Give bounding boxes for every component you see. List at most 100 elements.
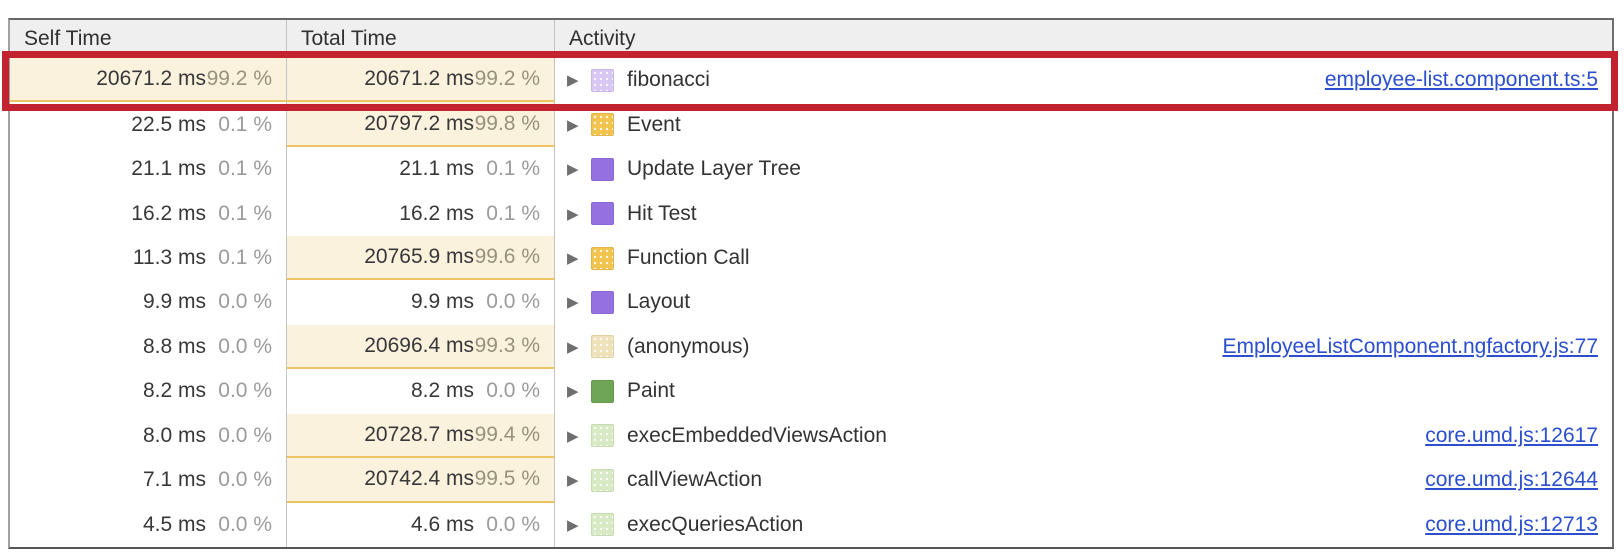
self-time-percent: 0.0 % xyxy=(218,512,272,536)
table-row[interactable]: 4.5 ms 0.0 % 4.6 ms 0.0 % ▶ execQueriesA… xyxy=(10,502,1612,547)
expand-arrow-icon[interactable]: ▶ xyxy=(567,116,579,134)
category-color-swatch-icon-rendering-purple xyxy=(591,157,614,181)
activity-label: execEmbeddedViewsAction xyxy=(627,423,887,447)
self-time-cell: 4.5 ms 0.0 % xyxy=(10,502,287,547)
column-header-self-time[interactable]: Self Time xyxy=(10,20,287,57)
total-time-value: 20797.2 ms xyxy=(364,111,474,135)
source-location-link[interactable]: core.umd.js:12713 xyxy=(1425,512,1598,536)
table-row[interactable]: 8.0 ms 0.0 % 20728.7 ms 99.4 % ▶ execEmb… xyxy=(10,413,1612,459)
activity-label: Update Layer Tree xyxy=(627,157,801,181)
activity-cell: ▶ Paint xyxy=(555,369,1612,413)
table-row[interactable]: 9.9 ms 0.0 % 9.9 ms 0.0 % ▶ Layout xyxy=(10,280,1612,325)
expand-arrow-icon[interactable]: ▶ xyxy=(567,383,579,401)
table-row[interactable]: 8.2 ms 0.0 % 8.2 ms 0.0 % ▶ Paint xyxy=(10,369,1612,414)
source-location-link[interactable]: core.umd.js:12617 xyxy=(1425,423,1598,447)
total-time-cell: 4.6 ms 0.0 % xyxy=(287,502,555,547)
table-row[interactable]: 11.3 ms 0.1 % 20765.9 ms 99.6 % ▶ Functi… xyxy=(10,235,1612,281)
self-time-cell: 9.9 ms 0.0 % xyxy=(10,280,287,325)
activity-cell: ▶ Hit Test xyxy=(555,191,1612,235)
total-time-percent: 0.0 % xyxy=(486,379,540,403)
self-time-percent: 0.0 % xyxy=(218,334,272,358)
activity-cell: ▶ Function Call xyxy=(555,236,1612,280)
total-time-cell: 20765.9 ms 99.6 % xyxy=(287,235,555,281)
category-color-swatch-icon-rendering-purple xyxy=(591,290,614,314)
column-header-total-time[interactable]: Total Time xyxy=(287,20,555,57)
total-time-cell: 20797.2 ms 99.8 % xyxy=(287,102,555,147)
expand-arrow-icon[interactable]: ▶ xyxy=(567,294,579,312)
self-time-value: 7.1 ms xyxy=(142,468,206,492)
activity-label: Layout xyxy=(627,290,691,314)
source-location-link[interactable]: EmployeeListComponent.ngfactory.js:77 xyxy=(1222,334,1598,358)
table-row[interactable]: 20671.2 ms 99.2 % 20671.2 ms 99.2 % ▶ fi… xyxy=(10,58,1612,103)
self-time-value: 4.5 ms xyxy=(142,512,206,536)
self-time-value: 22.5 ms xyxy=(131,112,206,136)
expand-arrow-icon[interactable]: ▶ xyxy=(567,516,579,534)
total-time-value: 20742.4 ms xyxy=(364,467,474,491)
self-time-percent: 99.2 % xyxy=(206,67,272,91)
total-time-cell: 20671.2 ms 99.2 % xyxy=(287,58,555,103)
activity-label: Hit Test xyxy=(627,201,697,225)
expand-arrow-icon[interactable]: ▶ xyxy=(567,161,579,179)
activity-cell: ▶ Event xyxy=(555,102,1612,146)
column-header-activity[interactable]: Activity xyxy=(555,20,1612,57)
table-row[interactable]: 16.2 ms 0.1 % 16.2 ms 0.1 % ▶ Hit Test xyxy=(10,191,1612,236)
table-body: 20671.2 ms 99.2 % 20671.2 ms 99.2 % ▶ fi… xyxy=(10,58,1612,547)
category-color-swatch-icon-scripting-amber xyxy=(591,113,614,137)
total-time-cell: 16.2 ms 0.1 % xyxy=(287,191,555,236)
total-time-percent: 0.1 % xyxy=(486,157,540,181)
activity-cell: ▶ Layout xyxy=(555,280,1612,324)
expand-arrow-icon[interactable]: ▶ xyxy=(567,205,579,223)
expand-arrow-icon[interactable]: ▶ xyxy=(567,427,579,445)
total-time-percent: 0.1 % xyxy=(486,201,540,225)
self-time-percent: 0.0 % xyxy=(218,379,272,403)
self-time-percent: 0.1 % xyxy=(218,201,272,225)
category-color-swatch-icon-painting-green xyxy=(591,379,614,403)
activity-cell: ▶ (anonymous) EmployeeListComponent.ngfa… xyxy=(555,325,1612,369)
self-time-value: 16.2 ms xyxy=(131,201,206,225)
total-time-value: 8.2 ms xyxy=(410,379,474,403)
total-time-value: 16.2 ms xyxy=(399,201,474,225)
activity-label: fibonacci xyxy=(627,68,710,92)
activity-label: Paint xyxy=(627,379,675,403)
table-header: Self Time Total Time Activity xyxy=(10,20,1612,58)
total-time-cell: 9.9 ms 0.0 % xyxy=(287,280,555,325)
self-time-cell: 11.3 ms 0.1 % xyxy=(10,235,287,281)
category-color-swatch-icon-scripting-amber xyxy=(591,246,614,270)
total-time-percent: 99.6 % xyxy=(474,245,540,269)
expand-arrow-icon[interactable]: ▶ xyxy=(567,472,579,490)
category-color-swatch-icon-rendering-purple xyxy=(591,202,614,226)
table-row[interactable]: 7.1 ms 0.0 % 20742.4 ms 99.5 % ▶ callVie… xyxy=(10,458,1612,503)
self-time-percent: 0.1 % xyxy=(218,157,272,181)
total-time-value: 20765.9 ms xyxy=(364,245,474,269)
total-time-cell: 20742.4 ms 99.5 % xyxy=(287,458,555,503)
self-time-value: 8.2 ms xyxy=(142,379,206,403)
self-time-value: 8.0 ms xyxy=(142,423,206,447)
total-time-percent: 99.3 % xyxy=(474,333,540,357)
self-time-percent: 0.1 % xyxy=(218,246,272,270)
call-tree-table: Self Time Total Time Activity 20671.2 ms… xyxy=(8,18,1614,549)
table-row[interactable]: 8.8 ms 0.0 % 20696.4 ms 99.3 % ▶ (anonym… xyxy=(10,324,1612,370)
table-row[interactable]: 22.5 ms 0.1 % 20797.2 ms 99.8 % ▶ Event xyxy=(10,102,1612,147)
total-time-value: 20671.2 ms xyxy=(364,67,474,91)
source-location-link[interactable]: employee-list.component.ts:5 xyxy=(1324,68,1598,92)
table-row[interactable]: 21.1 ms 0.1 % 21.1 ms 0.1 % ▶ Update Lay… xyxy=(10,146,1612,192)
total-time-cell: 20728.7 ms 99.4 % xyxy=(287,413,555,459)
self-time-cell: 16.2 ms 0.1 % xyxy=(10,191,287,236)
activity-cell: ▶ execQueriesAction core.umd.js:12713 xyxy=(555,503,1612,547)
expand-arrow-icon[interactable]: ▶ xyxy=(567,250,579,268)
self-time-cell: 8.8 ms 0.0 % xyxy=(10,324,287,370)
expand-arrow-icon[interactable]: ▶ xyxy=(567,72,579,90)
category-color-swatch-icon-js-light-green xyxy=(591,513,614,537)
source-location-link[interactable]: core.umd.js:12644 xyxy=(1425,468,1598,492)
category-color-swatch-icon-js-light-purple xyxy=(591,68,614,92)
total-time-percent: 99.2 % xyxy=(474,67,540,91)
total-time-value: 20728.7 ms xyxy=(364,422,474,446)
total-time-cell: 20696.4 ms 99.3 % xyxy=(287,324,555,370)
total-time-value: 9.9 ms xyxy=(410,290,474,314)
activity-header-label: Activity xyxy=(569,26,636,50)
total-time-percent: 99.4 % xyxy=(474,422,540,446)
activity-cell: ▶ Update Layer Tree xyxy=(555,147,1612,191)
self-time-percent: 0.1 % xyxy=(218,112,272,136)
expand-arrow-icon[interactable]: ▶ xyxy=(567,338,579,356)
total-time-header-label: Total Time xyxy=(301,26,397,50)
